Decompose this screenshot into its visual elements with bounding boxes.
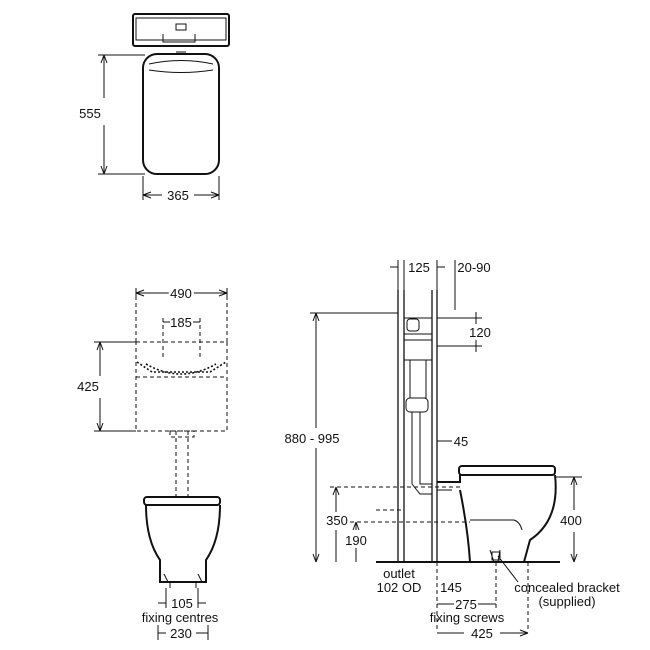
dim-145: 145 [440,580,462,595]
dim-125: 125 [408,260,430,275]
dim-45: 45 [454,434,468,449]
dim-20-90: 20-90 [457,260,490,275]
dim-490: 490 [170,286,192,301]
dim-425-front: 425 [77,379,99,394]
dim-350: 350 [326,513,348,528]
dim-880-995: 880 - 995 [285,431,340,446]
dim-190: 190 [345,533,367,548]
side-view [310,260,582,637]
dim-275: 275 [455,597,477,612]
label-concealed-bracket: concealed bracket [514,580,620,595]
dim-105: 105 [171,596,193,611]
label-102-od: 102 OD [377,580,422,595]
dim-425-side: 425 [471,626,493,641]
label-outlet: outlet [383,566,415,581]
dim-555: 555 [79,106,101,121]
dim-400: 400 [560,513,582,528]
label-fixing-screws: fixing screws [430,610,505,625]
dim-120: 120 [469,325,491,340]
plan-view [98,13,230,200]
label-supplied: (supplied) [538,594,595,609]
label-fixing-centres: fixing centres [142,610,219,625]
dim-185: 185 [170,315,192,330]
front-view [94,288,228,640]
dim-365: 365 [167,188,189,203]
dim-230: 230 [170,626,192,641]
